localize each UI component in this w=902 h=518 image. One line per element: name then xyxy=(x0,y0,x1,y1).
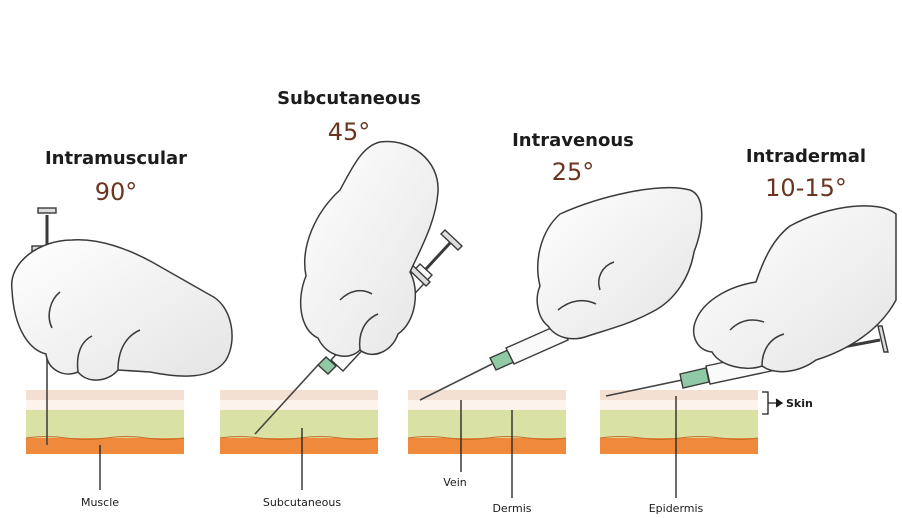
gloved-hand-intramuscular xyxy=(12,240,232,380)
skin-bracket xyxy=(762,392,778,414)
label-vein: Vein xyxy=(443,476,466,489)
panel-angle-intradermal: 10-15° xyxy=(765,174,847,202)
panel-title-subcutaneous: Subcutaneous xyxy=(277,88,421,109)
panel-angle-intramuscular: 90° xyxy=(95,178,138,206)
skin-block-intravenous xyxy=(408,390,566,454)
panel-title-intradermal: Intradermal xyxy=(746,146,866,167)
gloved-hand-intravenous xyxy=(537,188,702,339)
panel-angle-subcutaneous: 45° xyxy=(328,118,371,146)
panel-title-intramuscular: Intramuscular xyxy=(45,148,187,169)
label-epidermis: Epidermis xyxy=(649,502,704,515)
skin-block-intradermal xyxy=(600,390,758,454)
label-subcutaneous: Subcutaneous xyxy=(263,496,341,509)
gloved-hand-intradermal xyxy=(694,206,896,372)
syringe-intravenous xyxy=(420,324,568,400)
skin-block-intramuscular xyxy=(26,390,184,454)
skin-block-subcutaneous xyxy=(220,390,378,454)
panel-angle-intravenous: 25° xyxy=(552,158,595,186)
label-dermis: Dermis xyxy=(492,502,531,515)
label-muscle: Muscle xyxy=(81,496,119,509)
gloved-hand-subcutaneous xyxy=(301,142,438,357)
label-skin: Skin xyxy=(786,397,813,410)
skin-arrow-icon xyxy=(776,399,782,407)
panel-title-intravenous: Intravenous xyxy=(512,130,634,151)
